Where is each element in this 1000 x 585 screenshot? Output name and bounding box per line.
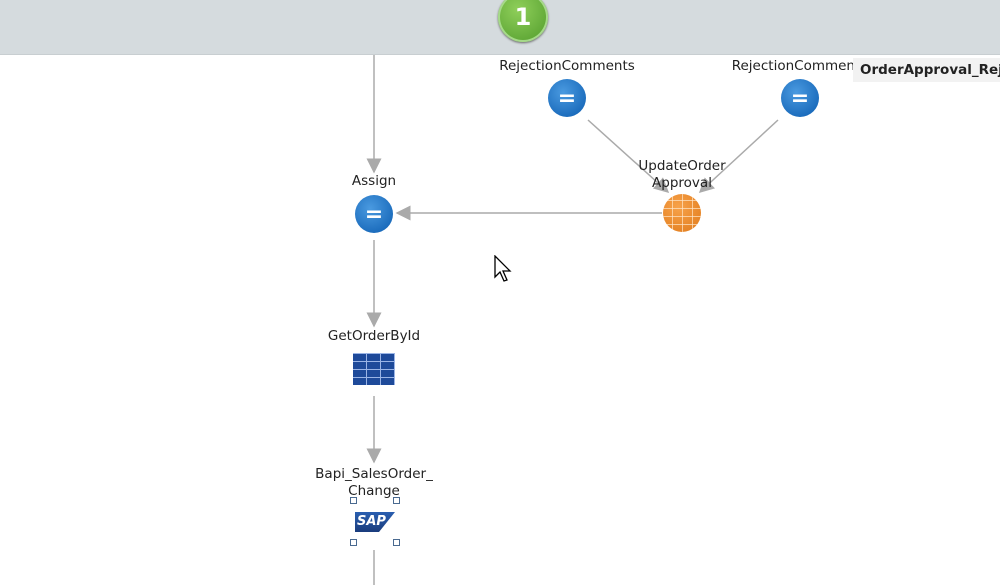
rejection-comments-label: RejectionComments — [499, 58, 635, 74]
get-order-by-id-label: GetOrderById — [327, 328, 421, 344]
rejection-comments-2-assign-node[interactable]: = — [781, 79, 819, 117]
resize-handle[interactable] — [393, 539, 400, 546]
resize-handle[interactable] — [350, 539, 357, 546]
rejection-comments-2-label: RejectionComment — [731, 58, 861, 74]
entity-table-icon[interactable] — [353, 353, 395, 385]
connector — [587, 119, 670, 194]
mouse-cursor-icon — [494, 255, 512, 282]
resize-handle[interactable] — [393, 497, 400, 504]
connector — [698, 119, 779, 194]
resize-handle[interactable] — [350, 497, 357, 504]
assign-label: Assign — [351, 173, 397, 189]
start-node[interactable]: 1 — [498, 0, 548, 42]
equals-icon: = — [790, 85, 810, 111]
bapi-label: Bapi_SalesOrder_Change — [315, 466, 433, 499]
assign-node[interactable]: = — [355, 195, 393, 233]
update-order-approval-node[interactable] — [663, 194, 701, 232]
rejection-comments-assign-node[interactable]: = — [548, 79, 586, 117]
equals-icon: = — [364, 201, 384, 227]
equals-icon: = — [557, 85, 577, 111]
start-node-label: 1 — [514, 3, 532, 31]
tooltip: OrderApproval_Rejec — [853, 58, 1000, 82]
